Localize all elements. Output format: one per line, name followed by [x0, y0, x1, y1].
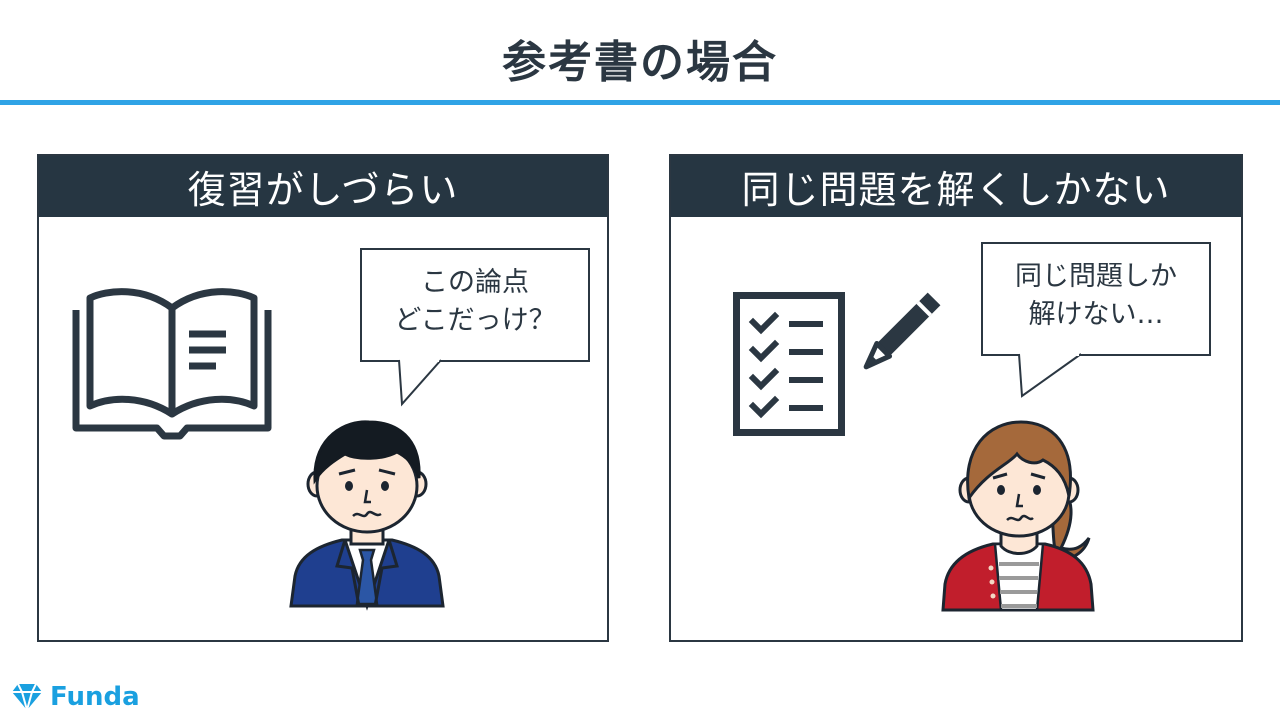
title-divider — [0, 100, 1280, 105]
panel-header: 復習がしづらい — [39, 156, 607, 217]
page-title: 参考書の場合 — [502, 37, 778, 88]
diamond-icon — [12, 683, 42, 712]
checklist-icon — [733, 292, 845, 436]
speech-bubble: 同じ問題しか 解けない… — [981, 242, 1211, 356]
speech-text-line2: どこだっけ？ — [394, 305, 556, 336]
open-book-icon — [72, 288, 272, 440]
funda-logo: Funda — [10, 677, 140, 717]
speech-bubble-tail — [1018, 352, 1082, 398]
speech-text-line2: 解けない… — [1028, 299, 1164, 330]
logo-text: Funda — [50, 682, 140, 712]
speech-bubble-tail — [398, 358, 442, 407]
worried-woman-illustration — [941, 420, 1095, 612]
speech-bubble: この論点 どこだっけ？ — [360, 248, 590, 362]
panel-header: 同じ問題を解くしかない — [671, 156, 1241, 217]
worried-man-illustration — [289, 420, 445, 611]
speech-text-line1: この論点 — [421, 267, 529, 298]
panel-same-problems: 同じ問題を解くしかない 同じ問題しか 解けない… — [669, 154, 1243, 642]
panel-review-difficult: 復習がしづらい この論点 どこだっけ？ — [37, 154, 609, 642]
pencil-icon — [863, 292, 941, 370]
speech-text-line1: 同じ問題しか — [1015, 261, 1177, 292]
